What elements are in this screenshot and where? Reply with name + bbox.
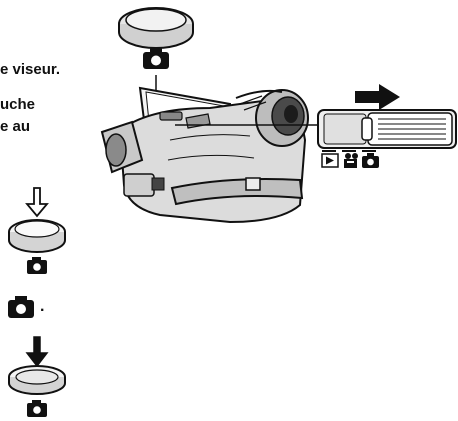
arrow-down-icon <box>25 187 49 218</box>
camera-icon <box>362 153 379 168</box>
arrow-right-icon <box>355 84 400 110</box>
instruction-text-press: uche <box>0 96 36 113</box>
playback-icon <box>321 153 339 168</box>
instruction-text-viewfinder: e viseur. <box>0 61 61 78</box>
camera-icon <box>27 257 47 274</box>
movie-camera-icon <box>344 153 358 168</box>
shutter-button-icon <box>8 219 66 253</box>
instruction-text-period: . <box>40 298 45 315</box>
shutter-button-icon <box>8 365 66 395</box>
instruction-text-half: e au <box>0 118 31 135</box>
camera-icon <box>27 400 47 417</box>
shutter-button-icon <box>118 7 194 49</box>
camcorder-icon <box>100 86 309 224</box>
camera-icon <box>143 48 169 69</box>
mode-switch-icon <box>317 109 457 152</box>
camera-icon <box>8 296 34 318</box>
arrow-down-icon <box>25 336 49 368</box>
